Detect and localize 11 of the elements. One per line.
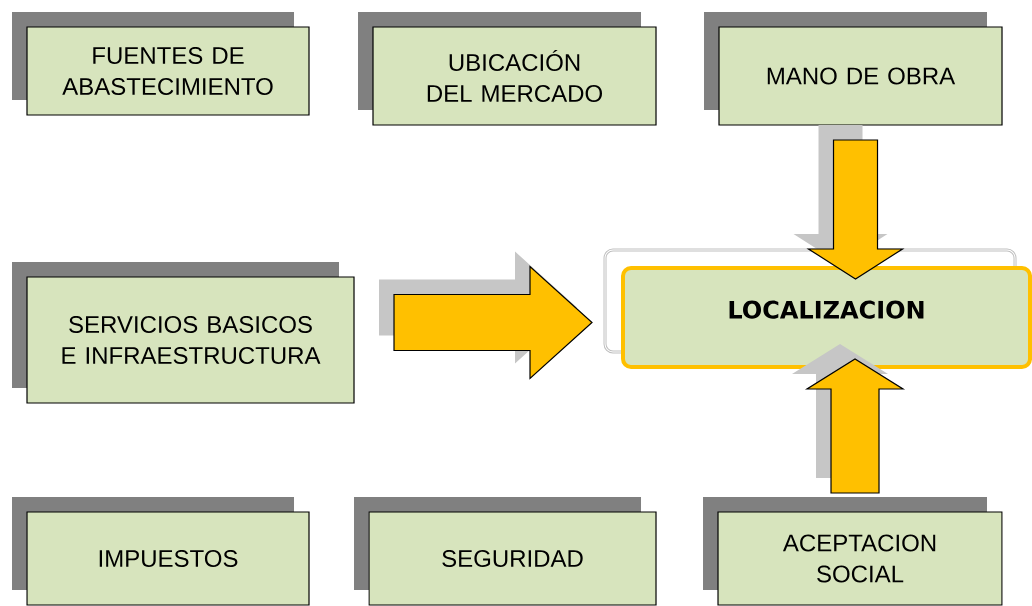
factor-box: UBICACIÓN DEL MERCADO (358, 12, 657, 126)
factor-box: IMPUESTOS (12, 497, 310, 606)
factor-box: ACEPTACION SOCIAL (703, 497, 1003, 606)
factor-box: SEGURIDAD (354, 497, 657, 606)
block-arrow (379, 251, 593, 380)
factor-box: FUENTES DE ABASTECIMIENTO (12, 12, 310, 116)
factor-box: SERVICIOS BASICOS E INFRAESTRUCTURA (12, 262, 355, 404)
target-box: LOCALIZACION (603, 248, 1032, 369)
block-arrow (793, 125, 905, 280)
factor-box: MANO DE OBRA (704, 12, 1003, 126)
block-arrow (792, 344, 906, 494)
